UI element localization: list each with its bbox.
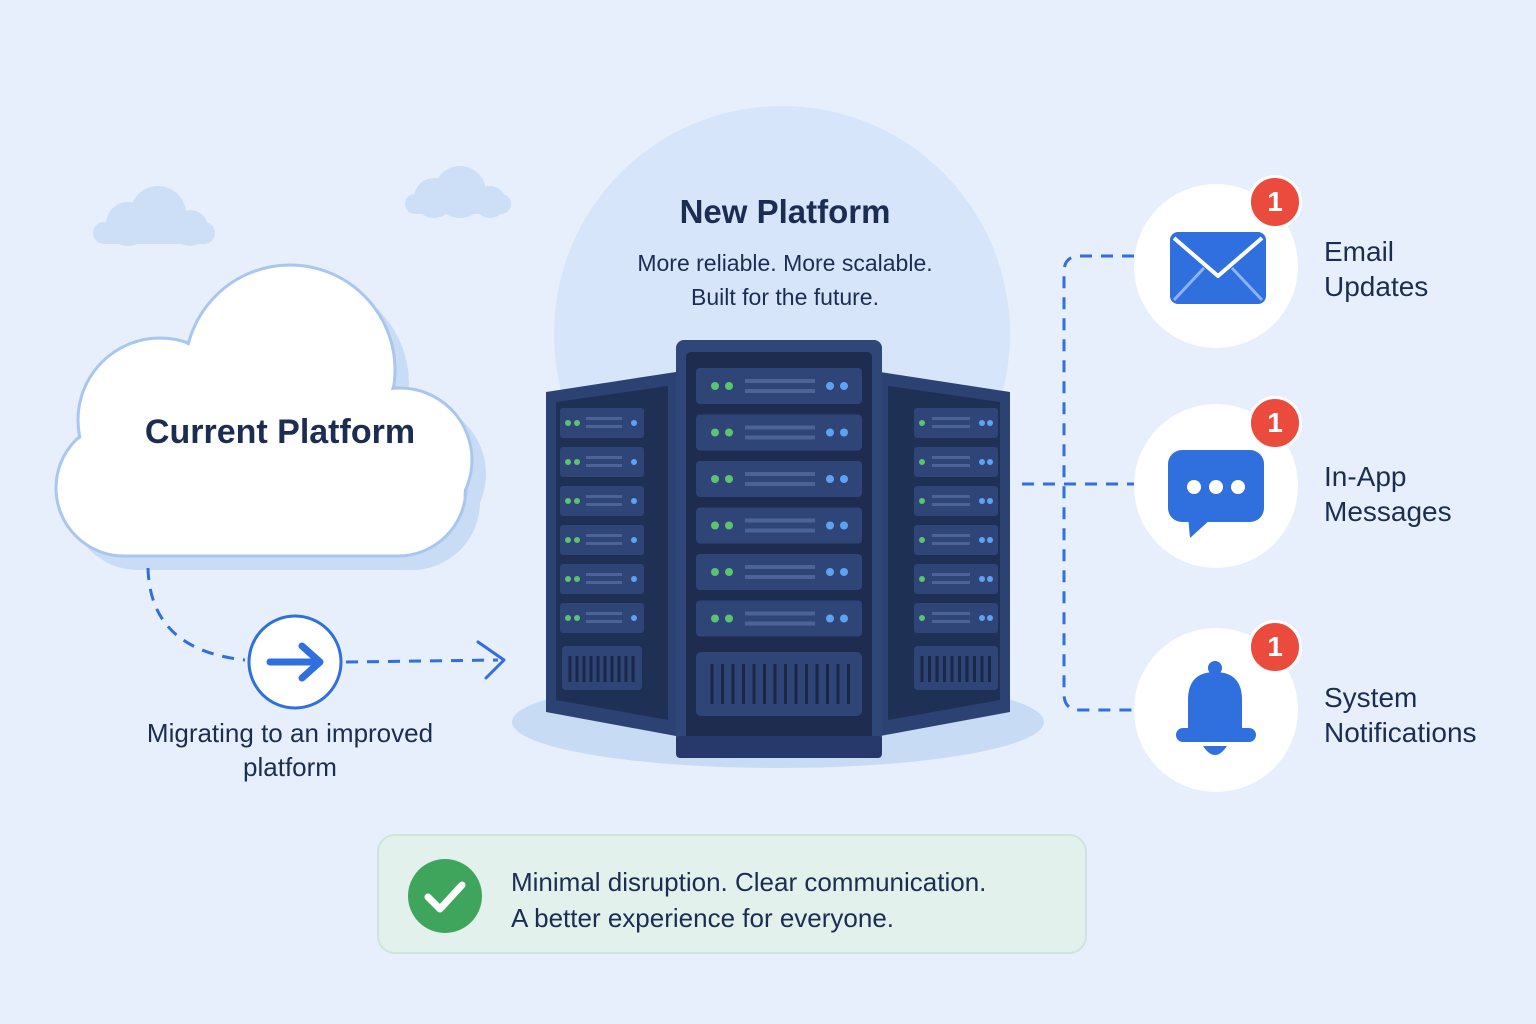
channel-email-label-line2: Updates (1324, 271, 1429, 302)
channel-email-label: Email Updates (1324, 234, 1524, 304)
channel-inapp-label-line2: Messages (1324, 496, 1452, 527)
server-unit (914, 447, 998, 477)
migration-label: Migrating to an improved platform (146, 718, 434, 782)
channel-connectors (1022, 254, 1134, 712)
new-platform-subtitle-line1: More reliable. More scalable. (637, 250, 933, 276)
footer-line1: Minimal disruption. Clear communication. (511, 867, 987, 897)
server-rack-right-icon (880, 372, 1010, 736)
channel-system-badge: 1 (1248, 620, 1302, 674)
server-rack-main-icon (676, 340, 882, 758)
channel-inapp-node (1134, 404, 1298, 568)
channel-email-badge: 1 (1248, 175, 1302, 229)
channel-inapp-badge: 1 (1248, 396, 1302, 450)
new-platform-subtitle-line2: Built for the future. (691, 284, 879, 310)
server-unit (696, 368, 862, 404)
current-platform-label: Current Platform (144, 413, 416, 451)
migration-path-right (345, 658, 499, 664)
channel-system-node (1134, 628, 1298, 792)
current-platform-cloud-icon (54, 263, 486, 570)
server-unit (696, 554, 862, 590)
check-circle-icon (408, 859, 482, 933)
server-unit (560, 564, 644, 594)
new-platform-title: New Platform (679, 193, 891, 230)
server-unit (914, 408, 998, 438)
channel-inapp-label: In-App Messages (1324, 459, 1524, 529)
channel-inapp-label-line1: In-App (1324, 461, 1407, 492)
server-unit (914, 525, 998, 555)
channel-system-label-line1: System (1324, 682, 1418, 713)
server-unit (914, 564, 998, 594)
chat-bubble-icon (1168, 450, 1264, 538)
footer-line2: A better experience for everyone. (511, 903, 895, 933)
channel-system-label-line2: Notifications (1324, 717, 1477, 748)
server-unit (560, 408, 644, 438)
new-platform-subtitle: More reliable. More scalable. Built for … (560, 246, 1010, 314)
arrow-right-icon (247, 614, 343, 710)
server-unit (560, 486, 644, 516)
bell-icon (1176, 661, 1256, 755)
server-rack-left-icon (546, 372, 676, 736)
migration-arrowhead (476, 640, 506, 680)
decorative-cloud-left-icon (93, 186, 215, 246)
server-unit (560, 525, 644, 555)
channel-system-label: System Notifications (1324, 680, 1524, 750)
server-unit (696, 507, 862, 544)
footer-text: Minimal disruption. Clear communication.… (511, 864, 1071, 936)
server-unit (560, 447, 644, 477)
server-unit (914, 486, 998, 516)
server-unit (696, 414, 862, 451)
migration-path (146, 567, 246, 662)
channel-email-label-line1: Email (1324, 236, 1395, 267)
server-unit (696, 461, 862, 497)
decorative-cloud-right-icon (405, 166, 511, 218)
channel-email-node (1134, 184, 1298, 348)
server-unit (914, 603, 998, 633)
server-unit (560, 603, 644, 633)
envelope-icon (1170, 232, 1266, 304)
footer-message-box: Minimal disruption. Clear communication.… (377, 834, 1087, 954)
server-unit (696, 600, 862, 637)
